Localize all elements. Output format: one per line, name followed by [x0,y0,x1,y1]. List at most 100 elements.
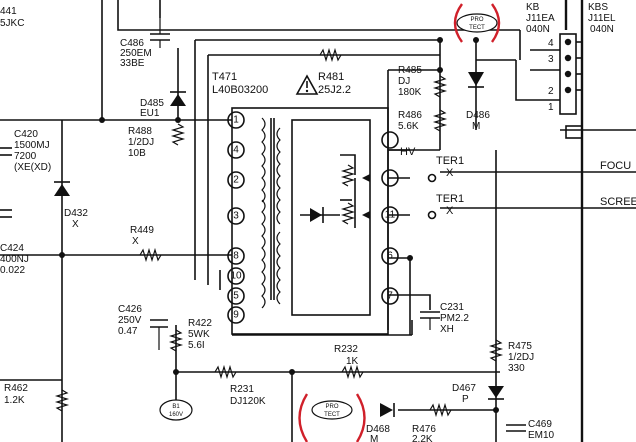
r462-resistor [54,389,70,412]
svg-text:M: M [370,434,378,442]
transformer-pin-hv [381,131,399,149]
svg-text:C231: C231 [440,302,464,313]
svg-text:D485: D485 [140,98,164,109]
svg-text:4: 4 [548,38,554,49]
ter1-terminals [427,173,437,220]
svg-text:L40B03200: L40B03200 [212,84,268,96]
svg-text:TECT: TECT [469,25,485,31]
svg-text:5: 5 [233,291,239,302]
svg-text:400NJ: 400NJ [0,254,29,265]
transformer-pin-11: 11 [381,206,399,224]
svg-text:FOCU: FOCU [600,160,631,172]
svg-text:C420: C420 [14,129,38,140]
r475-resistor [488,339,504,362]
svg-text:R231: R231 [230,384,254,395]
svg-text:X: X [72,219,79,230]
svg-text:5.6K: 5.6K [398,121,419,132]
svg-text:R476: R476 [412,424,436,435]
svg-text:PM2.2: PM2.2 [440,313,469,324]
svg-text:C469: C469 [528,419,552,430]
svg-text:180K: 180K [398,87,422,98]
svg-text:2: 2 [233,175,239,186]
svg-text:C424: C424 [0,243,24,254]
svg-text:1: 1 [548,102,554,113]
svg-text:(XE(XD): (XE(XD) [14,162,51,173]
svg-text:8: 8 [233,251,239,262]
r476-resistor [429,402,452,418]
svg-text:D467: D467 [452,383,476,394]
svg-text:XH: XH [440,324,454,335]
svg-text:DJ120K: DJ120K [230,396,266,407]
svg-text:PRO: PRO [470,17,483,23]
d485-diode [170,91,186,106]
transformer-pin-3: 3 [227,207,245,225]
svg-text:441: 441 [0,6,17,17]
svg-text:040N: 040N [526,24,550,35]
focus-screen-potentiometers [340,164,370,225]
svg-text:J11EA: J11EA [526,13,555,24]
r449-resistor [139,247,162,263]
svg-text:R462: R462 [4,383,28,394]
svg-text:7200: 7200 [14,151,37,162]
protect-badge-top: PRO TECT [453,3,501,43]
d467-diode [488,386,504,400]
svg-text:R481: R481 [318,71,344,83]
svg-text:250EM: 250EM [120,48,152,59]
svg-text:B1: B1 [172,404,180,410]
svg-text:R232: R232 [334,344,358,355]
svg-text:25J2.2: 25J2.2 [318,84,351,96]
svg-text:3: 3 [233,211,239,222]
svg-text:KB: KB [526,2,540,13]
svg-text:D486: D486 [466,110,490,121]
svg-text:R449: R449 [130,225,154,236]
d432-diode [54,181,70,196]
svg-text:5WK: 5WK [188,329,210,340]
r488-resistor [170,123,186,146]
svg-text:1500MJ: 1500MJ [14,140,50,151]
svg-text:D468: D468 [366,424,390,435]
r231-resistor [214,364,237,380]
svg-text:3: 3 [548,54,554,65]
svg-text:EM10: EM10 [528,430,555,441]
svg-text:KBS: KBS [588,2,608,13]
transformer-pin-2: 2 [227,171,245,189]
svg-text:11: 11 [385,210,396,221]
svg-text:0.47: 0.47 [118,326,138,337]
svg-text:5JKC: 5JKC [0,18,24,29]
svg-text:M: M [472,121,480,132]
d486-diode [468,72,484,88]
svg-text:160V: 160V [169,412,183,418]
svg-text:C426: C426 [118,304,142,315]
r486-resistor [432,109,448,132]
svg-text:SCREE: SCREE [600,196,636,208]
transformer-pin-4: 4 [227,141,245,159]
svg-text:X: X [446,167,454,179]
junction-dots [59,37,499,413]
svg-text:R488: R488 [128,126,152,137]
transformer-pin-7: 7 [381,287,399,305]
svg-text:5.6I: 5.6I [188,340,205,351]
protect-badge-bottom: PRO TECT [298,393,366,442]
c426-capacitor [150,319,168,350]
svg-text:1/2DJ: 1/2DJ [128,137,154,148]
svg-text:10: 10 [230,271,242,282]
svg-text:X: X [132,236,139,247]
svg-text:0.022: 0.022 [0,265,25,276]
warning-triangle-icon [295,74,319,95]
transformer-pin-focus [381,169,399,187]
svg-text:HV: HV [400,146,416,158]
svg-text:1K: 1K [346,356,359,367]
transformer-pin-8: 8 [227,247,245,265]
transformer-pin-10: 10 [227,267,245,285]
svg-text:TECT: TECT [324,412,340,418]
transformer-pin-5: 5 [227,287,245,305]
svg-text:330: 330 [508,363,525,374]
r481-resistor [319,47,342,63]
svg-text:2.2K: 2.2K [412,434,433,442]
r485-resistor [432,75,448,98]
svg-text:T471: T471 [212,71,237,83]
